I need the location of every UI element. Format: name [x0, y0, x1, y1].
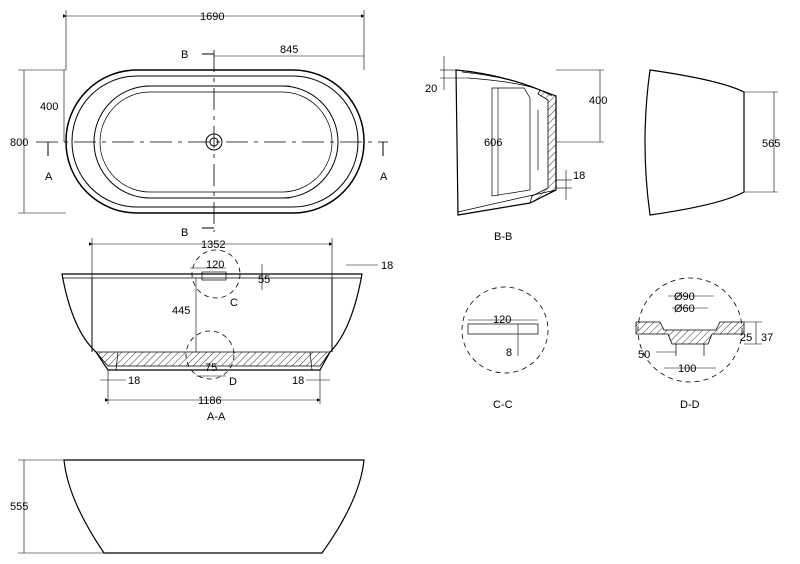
- dim-aa-drain: 75: [205, 362, 217, 374]
- plan-inner-rim: [71, 75, 359, 208]
- detail-cc-circle: [461, 286, 549, 374]
- section-b-bottom-label: B: [181, 227, 188, 239]
- detail-d-circle: [185, 330, 235, 380]
- section-b-top-label: B: [181, 49, 188, 61]
- section-bb-view: 20 400 606 18 B-B: [425, 56, 607, 243]
- side-view-body: [63, 459, 365, 554]
- detail-cc-view: 120 8 C-C: [461, 286, 549, 411]
- plan-view: B B A A 1690 845 800 400: [10, 10, 388, 239]
- dim-dd-outer-dia: Ø90: [674, 291, 695, 303]
- dim-bb-wall: 18: [573, 170, 585, 182]
- dim-aa-overflow-h: 55: [258, 274, 270, 286]
- section-aa-title: A-A: [207, 411, 226, 423]
- section-a-right-label: A: [380, 171, 388, 183]
- end-view: 565: [644, 69, 780, 216]
- dim-dd-depth-a: 25: [740, 332, 752, 344]
- dim-aa-base-length: 1186: [198, 395, 222, 407]
- dim-plan-half-width: 400: [40, 101, 58, 113]
- end-view-body: [644, 69, 745, 216]
- dim-cc-thickness: 8: [506, 347, 512, 359]
- detail-cc-title: C-C: [493, 399, 513, 411]
- dim-bb-inner-depth: 606: [484, 137, 502, 149]
- dim-aa-overflow-w: 120: [206, 259, 224, 271]
- dim-aa-base-left: 18: [128, 375, 140, 387]
- dim-cc-width: 120: [493, 314, 511, 326]
- section-a-left-label: A: [45, 171, 53, 183]
- dim-dd-width: 100: [678, 363, 696, 375]
- dim-end-height: 565: [762, 138, 780, 150]
- dim-side-height: 555: [10, 501, 28, 513]
- dim-aa-rim: 18: [381, 260, 393, 272]
- detail-dd-view: Ø90 Ø60 25 37 50 100 D-D: [635, 277, 773, 411]
- dim-plan-length: 1690: [200, 11, 224, 23]
- section-aa-view: 1352 445 18 120 55 C 75 D 18 18 1186 A-A: [61, 238, 393, 423]
- dim-dd-depth-b: 37: [761, 332, 773, 344]
- dim-aa-top-length: 1352: [201, 239, 225, 251]
- detail-cc-part: [467, 323, 539, 335]
- dim-aa-base-right: 18: [292, 375, 304, 387]
- dim-dd-inner-dia: Ø60: [674, 303, 695, 315]
- detail-d-label: D: [229, 376, 237, 388]
- dim-bb-half-width: 400: [589, 95, 607, 107]
- detail-dd-title: D-D: [680, 399, 700, 411]
- detail-c-circle: [191, 249, 241, 299]
- side-view: 555: [10, 459, 365, 554]
- dim-plan-width: 800: [10, 137, 28, 149]
- dim-aa-depth: 445: [172, 305, 190, 317]
- section-bb-title: B-B: [494, 231, 512, 243]
- plan-outer-rim: [65, 69, 365, 214]
- detail-c-label: C: [230, 297, 238, 309]
- detail-dd-section: [635, 321, 745, 345]
- section-aa-base-hatch: [95, 351, 331, 367]
- dim-dd-left: 50: [638, 349, 650, 361]
- dim-plan-half-length: 845: [280, 44, 298, 56]
- dim-bb-rim: 20: [425, 83, 437, 95]
